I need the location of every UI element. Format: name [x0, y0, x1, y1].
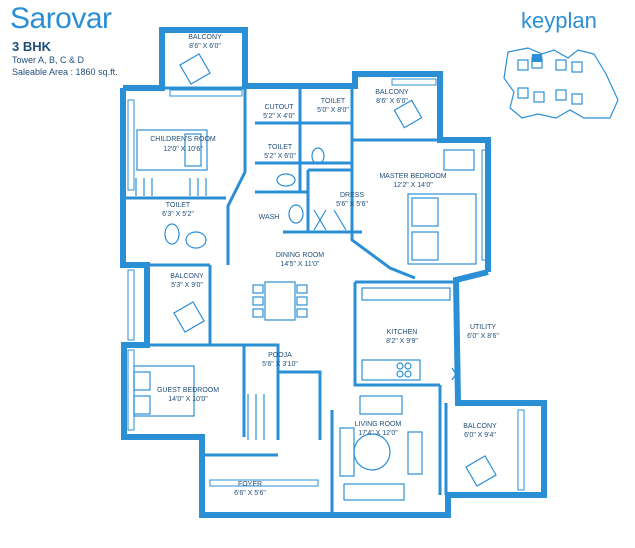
dining-room-name: DINING ROOM: [276, 252, 324, 259]
keyplan-map: [503, 47, 619, 119]
dress-size: 5'6" X 5'6": [336, 201, 368, 208]
balcony-top-size: 8'6" X 6'0": [189, 43, 221, 50]
toilet-b-size: 5'2" X 6'0": [264, 153, 296, 160]
foyer-name: FOYER: [238, 481, 262, 488]
guest-bedroom-name: GUEST BEDROOM: [157, 387, 219, 394]
outer-wall-top: [123, 27, 491, 272]
childrens-room-name: CHILDREN'S ROOM: [150, 136, 216, 143]
utility-name: UTILITY: [470, 324, 496, 331]
balcony-left-size: 5'3" X 9'0": [171, 282, 203, 289]
balcony-master-name: BALCONY: [375, 89, 409, 96]
utility-size: 6'0" X 8'6": [467, 333, 499, 340]
master-bedroom-name: MASTER BEDROOM: [379, 173, 446, 180]
dress-name: DRESS: [340, 192, 364, 199]
balcony-right-name: BALCONY: [463, 423, 497, 430]
kitchen-size: 8'2" X 9'9": [386, 338, 418, 345]
toilet-c-name: TOILET: [166, 202, 191, 209]
project-title: Sarovar: [10, 2, 112, 35]
outer-wall-right: [322, 269, 547, 518]
master-bedroom-size: 12'2" X 14'0": [393, 182, 433, 189]
living-room-size: 17'4" X 12'0": [358, 430, 398, 437]
toilet-a-name: TOILET: [321, 98, 346, 105]
balcony-right-size: 6'0" X 9'4": [464, 432, 496, 439]
balcony-left-name: BALCONY: [170, 273, 204, 280]
tower-list: Tower A, B, C & D: [12, 55, 85, 65]
foyer-size: 6'6" X 5'6": [234, 490, 266, 497]
guest-bedroom-size: 14'0" X 10'0": [168, 396, 208, 403]
living-room-name: LIVING ROOM: [355, 421, 402, 428]
keyplan-title: keyplan: [521, 8, 597, 33]
unit-type: 3 BHK: [12, 39, 52, 54]
balcony-top-name: BALCONY: [188, 34, 222, 41]
kitchen-name: KITCHEN: [387, 329, 418, 336]
saleable-area: Saleable Area : 1860 sq.ft.: [12, 67, 118, 77]
pooja-size: 5'6" X 3'10": [262, 361, 298, 368]
balcony-master-size: 8'6" X 6'0": [376, 98, 408, 105]
pooja-name: POOJA: [268, 352, 292, 359]
wash-name: WASH: [259, 214, 280, 221]
dining-room-size: 14'5" X 11'0": [280, 261, 320, 268]
cutout-size: 5'2" X 4'0": [263, 113, 295, 120]
toilet-a-size: 5'0" X 8'0": [317, 107, 349, 114]
toilet-b-name: TOILET: [268, 144, 293, 151]
childrens-room-size: 12'0" X 10'6": [163, 146, 203, 153]
toilet-c-size: 6'3" X 5'2": [162, 211, 194, 218]
keyplan-highlight: [532, 54, 542, 62]
cutout-name: CUTOUT: [264, 104, 294, 111]
